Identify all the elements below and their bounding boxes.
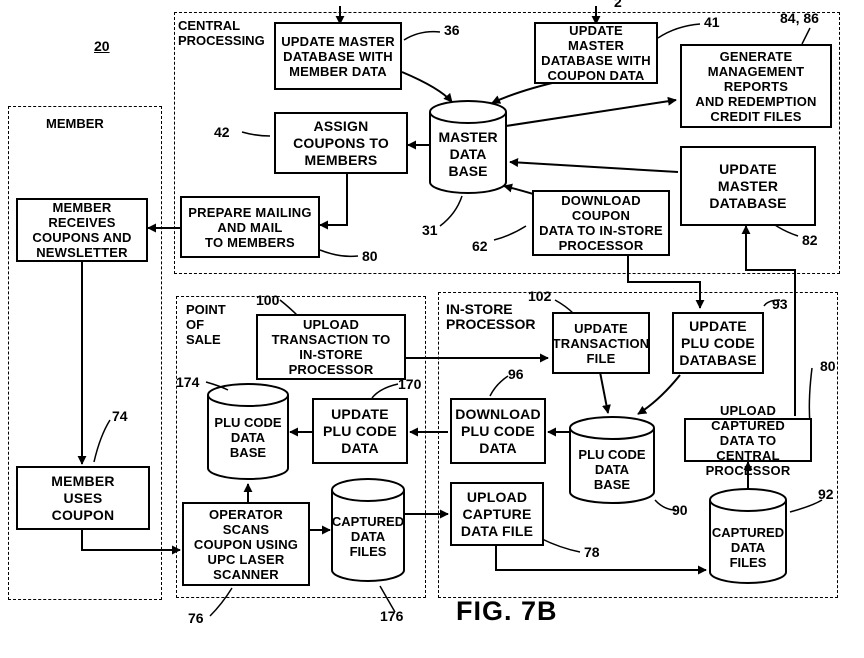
ref-80-central: 80 [362,248,378,264]
upload-captured-data-box: UPLOAD CAPTURED DATA TO CENTRAL PROCESSO… [684,418,812,462]
ref-84-86: 84, 86 [780,10,819,26]
ref-93: 93 [772,296,788,312]
ref-number-20: 20 [94,38,110,54]
ref-90: 90 [672,502,688,518]
ref-41: 41 [704,14,720,30]
ref-174: 174 [176,374,199,390]
ref-92: 92 [818,486,834,502]
ref-96: 96 [508,366,524,382]
ref-170: 170 [398,376,421,392]
upload-capture-data-file-box: UPLOAD CAPTURE DATA FILE [450,482,544,546]
master-database-label: MASTER DATA BASE [430,126,506,182]
operator-scans-box: OPERATOR SCANS COUPON USING UPC LASER SC… [182,502,310,586]
plu-database-pos-label: PLU CODE DATA BASE [208,410,288,464]
member-label: MEMBER [46,116,104,131]
ref-102: 102 [528,288,551,304]
prepare-mailing-box: PREPARE MAILING AND MAIL TO MEMBERS [180,196,320,258]
download-plu-code-data-box: DOWNLOAD PLU CODE DATA [450,398,546,464]
ref-42: 42 [214,124,230,140]
central-processing-label: CENTRAL PROCESSING [178,18,265,48]
ref-2: 2 [614,0,622,10]
ref-76: 76 [188,610,204,626]
ref-80-instore: 80 [820,358,836,374]
ref-36: 36 [444,22,460,38]
update-plu-database-box: UPDATE PLU CODE DATABASE [672,312,764,374]
assign-coupons-box: ASSIGN COUPONS TO MEMBERS [274,112,408,174]
ref-31: 31 [422,222,438,238]
generate-reports-box: GENERATE MANAGEMENT REPORTS AND REDEMPTI… [680,44,832,128]
ref-74: 74 [112,408,128,424]
ref-176: 176 [380,608,403,624]
download-coupon-data-box: DOWNLOAD COUPON DATA TO IN-STORE PROCESS… [532,190,670,256]
ref-78: 78 [584,544,600,560]
update-master-member-data-box: UPDATE MASTER DATABASE WITH MEMBER DATA [274,22,402,90]
point-of-sale-label: POINT OF SALE [186,302,226,347]
ref-62: 62 [472,238,488,254]
member-receives-box: MEMBER RECEIVES COUPONS AND NEWSLETTER [16,198,148,262]
update-master-coupon-data-box: UPDATE MASTER DATABASE WITH COUPON DATA [534,22,658,84]
update-plu-code-data-box: UPDATE PLU CODE DATA [312,398,408,464]
ref-82: 82 [802,232,818,248]
captured-files-instore-label: CAPTURED DATA FILES [710,520,786,574]
update-transaction-file-box: UPDATE TRANSACTION FILE [552,312,650,374]
captured-files-pos-label: CAPTURED DATA FILES [332,508,404,564]
figure-caption: FIG. 7B [456,596,558,627]
in-store-processor-label: IN-STORE PROCESSOR [446,302,535,332]
ref-100: 100 [256,292,279,308]
member-uses-coupon-box: MEMBER USES COUPON [16,466,150,530]
plu-database-instore-label: PLU CODE DATA BASE [570,444,654,494]
update-master-database-box: UPDATE MASTER DATABASE [680,146,816,226]
upload-transaction-box: UPLOAD TRANSACTION TO IN-STORE PROCESSOR [256,314,406,380]
